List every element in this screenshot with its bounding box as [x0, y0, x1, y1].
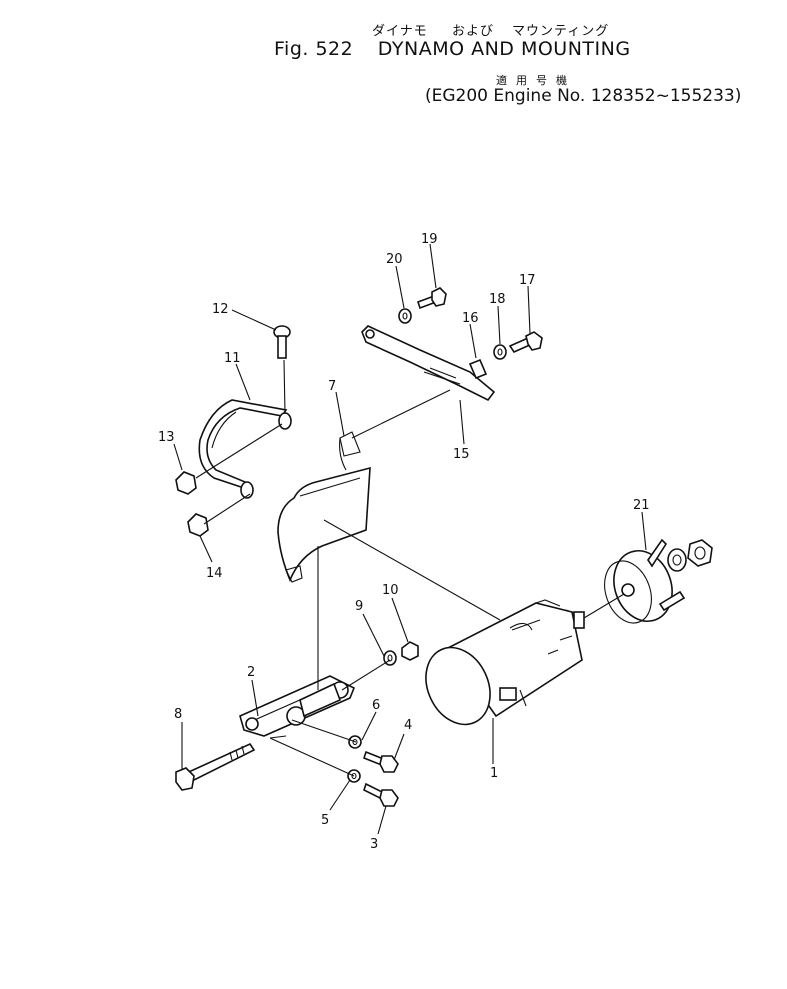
pulley-fan [583, 538, 686, 624]
jp-mounting: マウンティング [512, 24, 610, 39]
part-label-4: 4 [404, 718, 412, 733]
washer-20 [398, 308, 412, 324]
bolt-19 [416, 287, 447, 310]
part-label-8: 8 [174, 707, 182, 722]
part-label-16: 16 [462, 311, 479, 326]
part-label-5: 5 [321, 813, 329, 828]
plate-16 [468, 358, 488, 380]
part-label-3: 3 [370, 837, 378, 852]
figure-title-text: DYNAMO AND MOUNTING [377, 38, 631, 60]
figure-title: Fig. 522 DYNAMO AND MOUNTING [274, 38, 631, 60]
dynamo-body [425, 599, 585, 726]
leader-lines [173, 243, 647, 835]
part-label-14: 14 [206, 566, 223, 581]
jp-dynamo: ダイナモ [372, 24, 428, 39]
support-strap [198, 399, 292, 499]
figure-number: Fig. 522 [274, 38, 354, 60]
part-label-1: 1 [490, 766, 498, 781]
part-label-19: 19 [421, 232, 438, 247]
nut-10 [401, 641, 419, 661]
part-labels: 1 2 3 4 5 6 7 8 9 10 11 12 13 14 15 16 1… [158, 232, 650, 852]
part-label-17: 17 [519, 273, 536, 288]
assembly-lines [195, 359, 501, 777]
bolt-4 [363, 750, 399, 773]
part-label-7: 7 [328, 379, 336, 394]
part-label-20: 20 [386, 252, 403, 267]
curved-bracket [277, 431, 371, 583]
jp-and: および [452, 24, 495, 39]
part-label-18: 18 [489, 292, 506, 307]
part-label-21: 21 [633, 498, 650, 513]
bolt-12 [273, 325, 291, 359]
part-label-9: 9 [355, 599, 363, 614]
washer-18 [493, 344, 507, 360]
part-label-12: 12 [212, 302, 229, 317]
pulley-nut [687, 539, 713, 567]
long-bolt [175, 742, 256, 791]
part-label-11: 11 [224, 351, 241, 366]
applicable-range: (EG200 Engine No. 128352~155233) [425, 86, 742, 106]
part-label-13: 13 [158, 430, 175, 445]
part-label-2: 2 [247, 665, 255, 680]
nut-14 [187, 513, 209, 537]
bolt-17 [508, 331, 543, 354]
applicable-jp: 適用号機 [496, 74, 576, 87]
part-label-10: 10 [382, 583, 399, 598]
mounting-bracket [239, 675, 356, 739]
part-label-15: 15 [453, 447, 470, 462]
nut-13 [175, 471, 197, 495]
adjusting-bar [361, 325, 496, 402]
part-label-6: 6 [372, 698, 380, 713]
pulley-washer [667, 548, 687, 572]
bolt-3 [363, 782, 399, 807]
